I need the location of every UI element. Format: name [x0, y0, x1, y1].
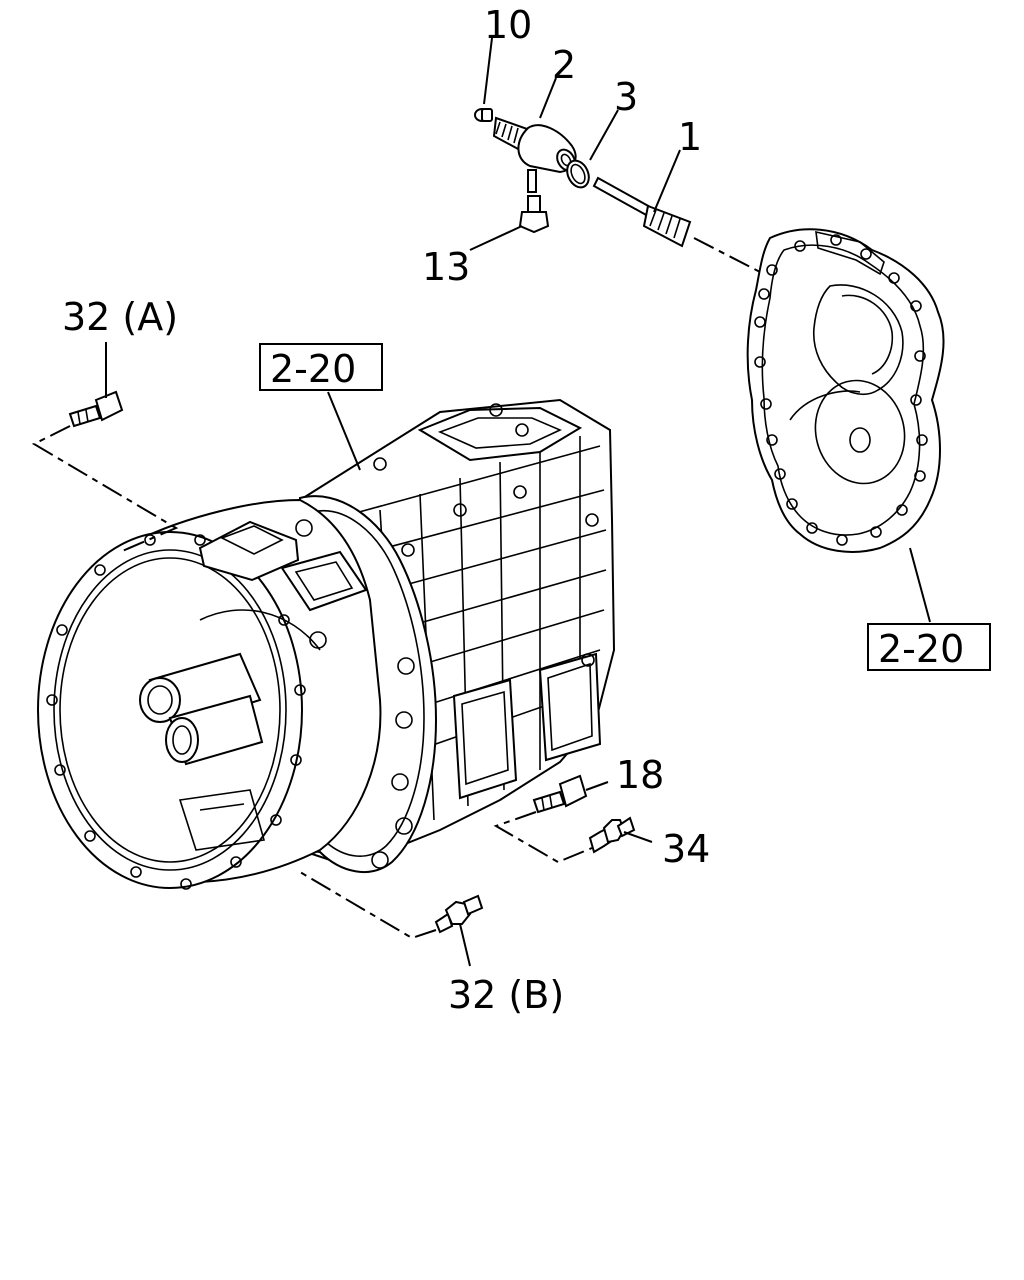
callout-34: 34 — [662, 827, 710, 871]
assembly-line-gear-to-cover — [693, 237, 761, 273]
ref-box-right: 2-20 — [867, 623, 991, 671]
transmission-case — [37, 398, 616, 890]
ref-box-right-label: 2-20 — [878, 627, 964, 671]
callout-18: 18 — [616, 753, 664, 797]
ref-box-left-label: 2-20 — [270, 347, 356, 391]
part-2-sleeve — [492, 116, 577, 193]
callout-13: 13 — [422, 245, 470, 289]
bolt-18 — [532, 774, 588, 814]
ref-box-left: 2-20 — [259, 343, 383, 391]
speedometer-parts-group — [474, 108, 761, 273]
part-3-o-ring — [566, 159, 590, 189]
stud-32b — [434, 894, 484, 934]
leader-lines — [105, 37, 931, 967]
rear-cover — [746, 228, 945, 553]
bolt-32a — [68, 390, 124, 428]
input-shaft — [139, 652, 264, 766]
part-10-cap — [474, 108, 493, 122]
part-13-fitting — [518, 195, 550, 234]
callout-10: 10 — [484, 3, 532, 47]
callout-32a: 32 (A) — [62, 295, 178, 339]
part-1-driven-gear — [592, 176, 692, 248]
assembly-lines — [31, 425, 593, 940]
callout-1: 1 — [678, 115, 702, 159]
stud-34 — [588, 816, 636, 854]
callout-32b: 32 (B) — [448, 973, 564, 1017]
callout-2: 2 — [552, 43, 576, 87]
callout-3: 3 — [614, 75, 638, 119]
